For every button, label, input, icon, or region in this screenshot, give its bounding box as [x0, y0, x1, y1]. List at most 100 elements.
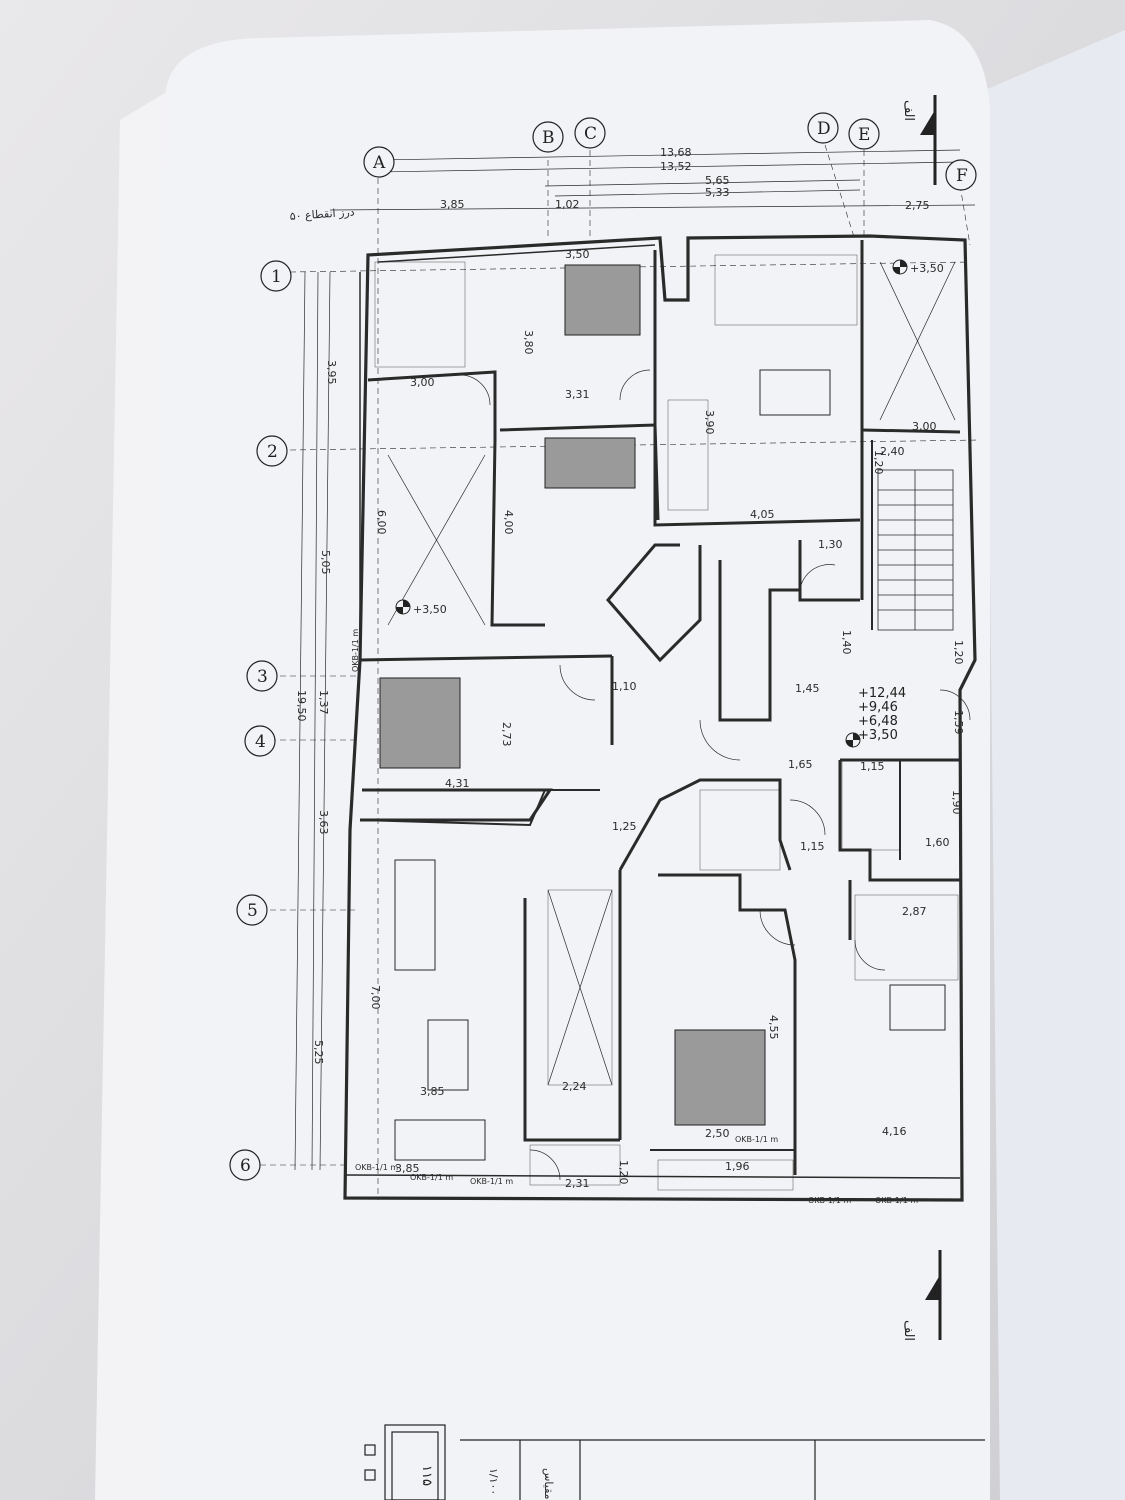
axis-bubble-A [363, 146, 395, 178]
room-dim-27: 2,50 [705, 1127, 730, 1140]
axis-label-A: A [372, 153, 386, 173]
level-1: +12,44 [858, 686, 906, 701]
section-marker-top [920, 95, 937, 185]
room-dim-4: 3,31 [565, 388, 590, 401]
axis-bubble-5 [236, 894, 268, 926]
axis-bubble-C [574, 117, 606, 149]
axis-label-1: 1 [271, 267, 282, 287]
dim-left-4: 3,63 [317, 810, 330, 835]
dim-top-6: 1,02 [555, 198, 580, 211]
axis-bubble-4 [244, 725, 276, 757]
dim-left-5: 5,25 [312, 1040, 325, 1065]
dim-top-3: 5,65 [705, 174, 730, 187]
room-dim-11: 1,10 [612, 680, 637, 693]
room-dim-1: 3,50 [565, 248, 590, 261]
dim-top-total-2: 13,52 [660, 160, 692, 173]
room-dim-2: 3,80 [522, 330, 535, 355]
room-dim-10: 1,30 [818, 538, 843, 551]
room-dim-35: 1,20 [872, 450, 885, 475]
level-mark-1: +3,50 [413, 603, 447, 616]
table-3 [889, 984, 946, 1031]
section-label: ۵۰ درز انقطاع [289, 205, 355, 223]
table-2 [759, 369, 831, 416]
axis-label-6: 6 [240, 1156, 251, 1176]
window-tag-3: OKB-1/1 m [470, 1177, 513, 1186]
level-4: +3,50 [858, 728, 898, 743]
dim-top-4: 5,33 [705, 186, 730, 199]
room-dim-13: 1,45 [795, 682, 820, 695]
room-dim-36: 1,59 [952, 710, 965, 735]
page-stack [95, 90, 170, 1500]
bed-1 [564, 264, 641, 336]
dining-table [394, 859, 436, 971]
axis-label-3: 3 [257, 667, 268, 687]
room-dim-22: 2,87 [902, 905, 927, 918]
room-dim-7: 4,00 [502, 510, 515, 535]
window-tag-6: OKB-1/1 m [875, 1196, 918, 1205]
level-mark-symbol [395, 259, 908, 748]
room-dim-15: 2,73 [500, 722, 513, 747]
sofa [394, 1119, 486, 1161]
axis-label-5: 5 [247, 901, 258, 921]
axis-label-2: 2 [267, 442, 278, 462]
axis-label-E: E [858, 125, 870, 145]
axis-label-C: C [584, 124, 597, 144]
room-dim-14: 1,65 [788, 758, 813, 771]
level-mark-2: +3,50 [910, 262, 944, 275]
window-tag-5: OKB-1/1 m [808, 1196, 851, 1205]
bed-3 [379, 677, 461, 769]
dim-left-1: 3,95 [325, 360, 338, 385]
section-marker-bottom [925, 1250, 942, 1340]
level-2: +9,46 [858, 700, 898, 715]
section-marker-top-label: الف [901, 100, 916, 121]
window-tag-7: OKB-1/1 m [351, 629, 360, 672]
window-tag-4: OKB-1/1 m [735, 1135, 778, 1144]
room-dim-9: 4,05 [750, 508, 775, 521]
room-dim-30: 2,31 [565, 1177, 590, 1190]
room-dim-8: 3,90 [703, 410, 716, 435]
room-dim-33: 3,00 [912, 420, 937, 433]
axis-bubble-3 [246, 660, 278, 692]
room-dim-31: 1,20 [617, 1160, 630, 1185]
axis-label-B: B [542, 128, 555, 148]
room-dim-16: 4,31 [445, 777, 470, 790]
dim-top-5: 3,85 [440, 198, 465, 211]
axis-bubble-2 [256, 435, 288, 467]
coffee-table [427, 1019, 469, 1091]
bed-2 [544, 437, 636, 489]
axis-label-4: 4 [255, 732, 266, 752]
page-number: ۱۱۵ [419, 1465, 434, 1486]
bed-4 [674, 1029, 766, 1126]
checkbox-2 [364, 1469, 376, 1481]
book-page [160, 20, 990, 1500]
room-dim-19: 1,15 [860, 760, 885, 773]
axis-label-F: F [956, 166, 968, 186]
room-dim-20: 1,90 [950, 790, 963, 815]
page-number-box [384, 1424, 446, 1500]
dim-left-total: 19,50 [295, 690, 308, 722]
room-dim-24: 3,85 [420, 1085, 445, 1098]
room-dim-28: 4,16 [882, 1125, 907, 1138]
checkbox-1 [364, 1444, 376, 1456]
section-marker-bottom-label: الف [901, 1320, 916, 1341]
dim-left-2: 5,05 [319, 550, 332, 575]
axis-bubble-E [848, 118, 880, 150]
dim-top-total-1: 13,68 [660, 146, 692, 159]
dim-left-3: 1,37 [317, 690, 330, 715]
room-dim-26: 4,55 [767, 1015, 780, 1040]
room-dim-5: 2,40 [880, 445, 905, 458]
axis-label-D: D [817, 119, 831, 139]
axis-bubble-B [532, 121, 564, 153]
axis-bubble-1 [260, 260, 292, 292]
window-tag-1: OKB-1/1 m [355, 1163, 398, 1172]
axis-bubble-F [945, 159, 977, 191]
adjacent-page [985, 30, 1125, 1500]
room-dim-25: 2,24 [562, 1080, 587, 1093]
room-dim-6: 6,00 [375, 510, 388, 535]
window-tag-2: OKB-1/1 m [410, 1173, 453, 1182]
room-dim-29: 3,85 [395, 1162, 420, 1175]
room-dim-32: 1,96 [725, 1160, 750, 1173]
room-dim-18: 1,15 [800, 840, 825, 853]
dim-top-7: 2,75 [905, 199, 930, 212]
